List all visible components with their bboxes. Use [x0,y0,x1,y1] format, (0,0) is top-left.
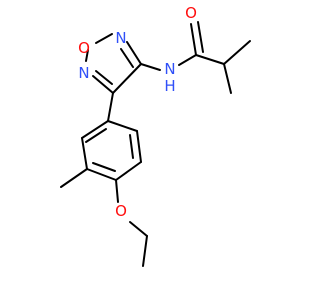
bond-carbonyl-o [190,23,197,56]
bond-ring-4-5 [115,161,142,181]
bond-nh-carbonyl [178,54,197,66]
bond-ring-methyl [60,168,88,188]
atom-label-carbonyl-oxygen: O [185,4,197,22]
bond-ring-3-4 [86,168,117,181]
atom-label-oxadiazole-oxygen: O [78,39,90,57]
bond-carbonyl-o-double [197,21,204,53]
bond-ethyl-methyl [142,235,148,267]
atom-label-ether-oxygen: O [115,202,127,220]
bond-c3-c4 [112,63,142,94]
atom-label-amide-hydrogen: H [164,77,175,95]
atom-label-group: O N N N H O O [78,4,197,220]
bond-ch-methyl-lower [223,63,232,94]
bond-c4-n-lower-double [95,70,113,85]
bond-c4-aryl [107,92,114,122]
bond-n-upper-c3 [126,41,142,65]
bond-group [60,21,251,267]
bond-ring-5-6 [136,130,142,163]
atom-label-amide-nitrogen: N [164,60,175,78]
atom-label-oxadiazole-nitrogen-upper: N [115,29,126,47]
bond-ring-oxygen [115,179,119,203]
bond-ring-1-2 [81,120,109,139]
bond-n-lower-o [85,49,89,62]
bond-ring-5-6-double [129,134,134,159]
atom-label-oxadiazole-nitrogen-lower: N [78,64,89,82]
bond-oxygen-ethyl [129,221,148,237]
molecule-structure: O N N N H O O [60,4,251,267]
bond-n-upper-c3-double [120,48,134,68]
bond-carbonyl-ch [195,54,225,65]
bond-ring-1-2-double [85,128,107,143]
bond-ring-3-4-double [92,162,116,172]
bond-o-n-upper [95,33,113,44]
molecule-canvas: O N N N H O O [60,4,251,267]
bond-c3-nh [140,63,161,71]
bond-ch-methyl-upper [223,40,251,65]
bond-c4-n-lower [92,75,114,94]
bond-ring-2-3 [81,137,88,170]
bond-ring-6-1 [107,120,138,132]
